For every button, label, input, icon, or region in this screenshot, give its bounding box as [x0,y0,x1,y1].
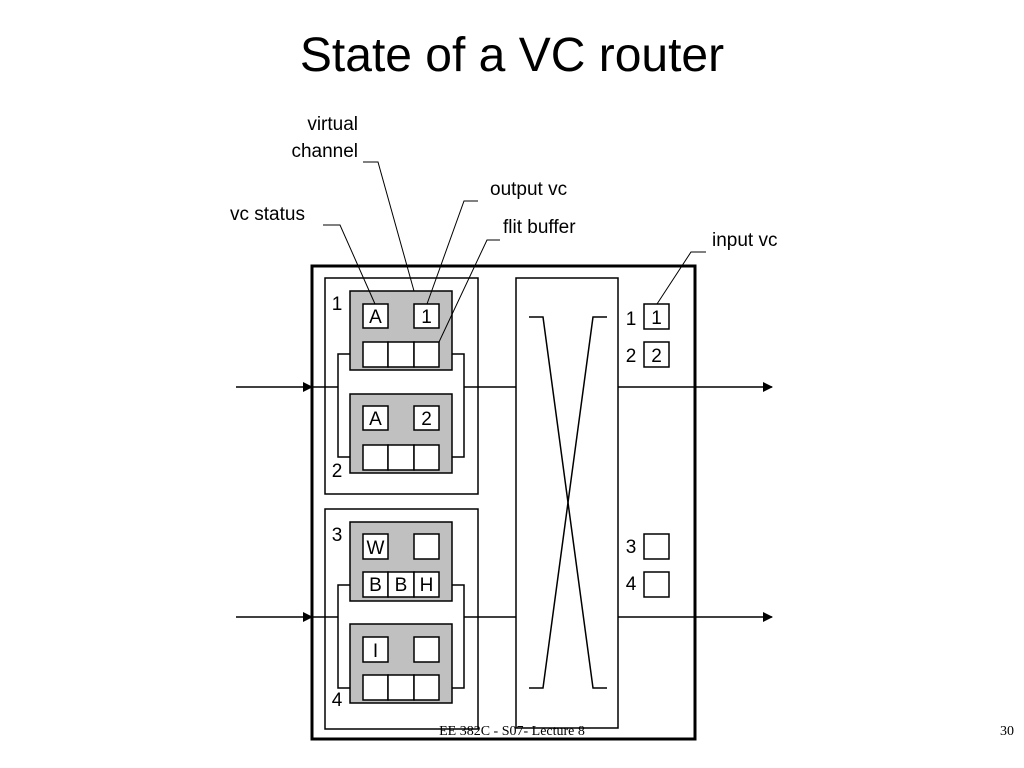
leader-vc-status [323,224,376,305]
label-flit-buffer: flit buffer [503,217,576,238]
virtual-channel-4: I [349,623,453,704]
virtual-channel-3: W B B H [349,521,453,602]
leader-virtual-channel [363,161,415,292]
leader-flit-buffer [438,239,500,343]
output-vc-number: 2 [626,346,637,367]
vc-status-cell: I [373,641,378,662]
output-vc-number: 1 [626,309,637,330]
label-virtual-channel-line2: channel [291,141,358,162]
flit-cell: H [420,575,434,596]
slide-footer: EE 382C - S07- Lecture 8 [439,724,585,739]
flit-cell: B [395,575,408,596]
page-number: 30 [1000,724,1014,739]
label-input-vc: input vc [712,230,777,251]
crossbar-box [515,277,619,729]
output-state-2: 2 2 [626,341,670,368]
port-2-wiring [312,584,516,689]
flit-cell: B [369,575,382,596]
port-1-wiring [312,353,516,458]
output-vc-number: 3 [626,537,637,558]
input-port-2 [324,508,479,730]
output-state-1: 1 1 [626,303,670,330]
vc-number-3: 3 [332,525,343,546]
vc-number-1: 1 [332,294,343,315]
input-vc-cell: 2 [651,346,662,367]
vc-status-cell: A [369,307,382,328]
router-box [310,264,697,741]
output-state-4: 4 [626,571,670,598]
virtual-channel-1: A 1 [349,290,453,371]
vc-status-cell: W [367,538,385,559]
vc-number-4: 4 [332,690,343,711]
output-vc-number: 4 [626,574,637,595]
label-vc-status: vc status [230,204,305,225]
label-virtual-channel-line1: virtual [307,114,358,135]
label-output-vc: output vc [490,179,567,200]
virtual-channel-2: A 2 [349,393,453,474]
output-vc-cell: 2 [421,409,432,430]
leader-output-vc [426,200,478,305]
crossbar-x [529,316,607,689]
vc-status-cell: A [369,409,382,430]
slide-title: State of a VC router [299,29,725,82]
output-vc-cell: 1 [421,307,432,328]
input-port-1 [324,277,479,495]
output-state-3: 3 [626,533,670,560]
vc-number-2: 2 [332,461,343,482]
callout-lines [323,161,706,343]
leader-input-vc [656,251,706,305]
input-vc-cell: 1 [651,308,662,329]
